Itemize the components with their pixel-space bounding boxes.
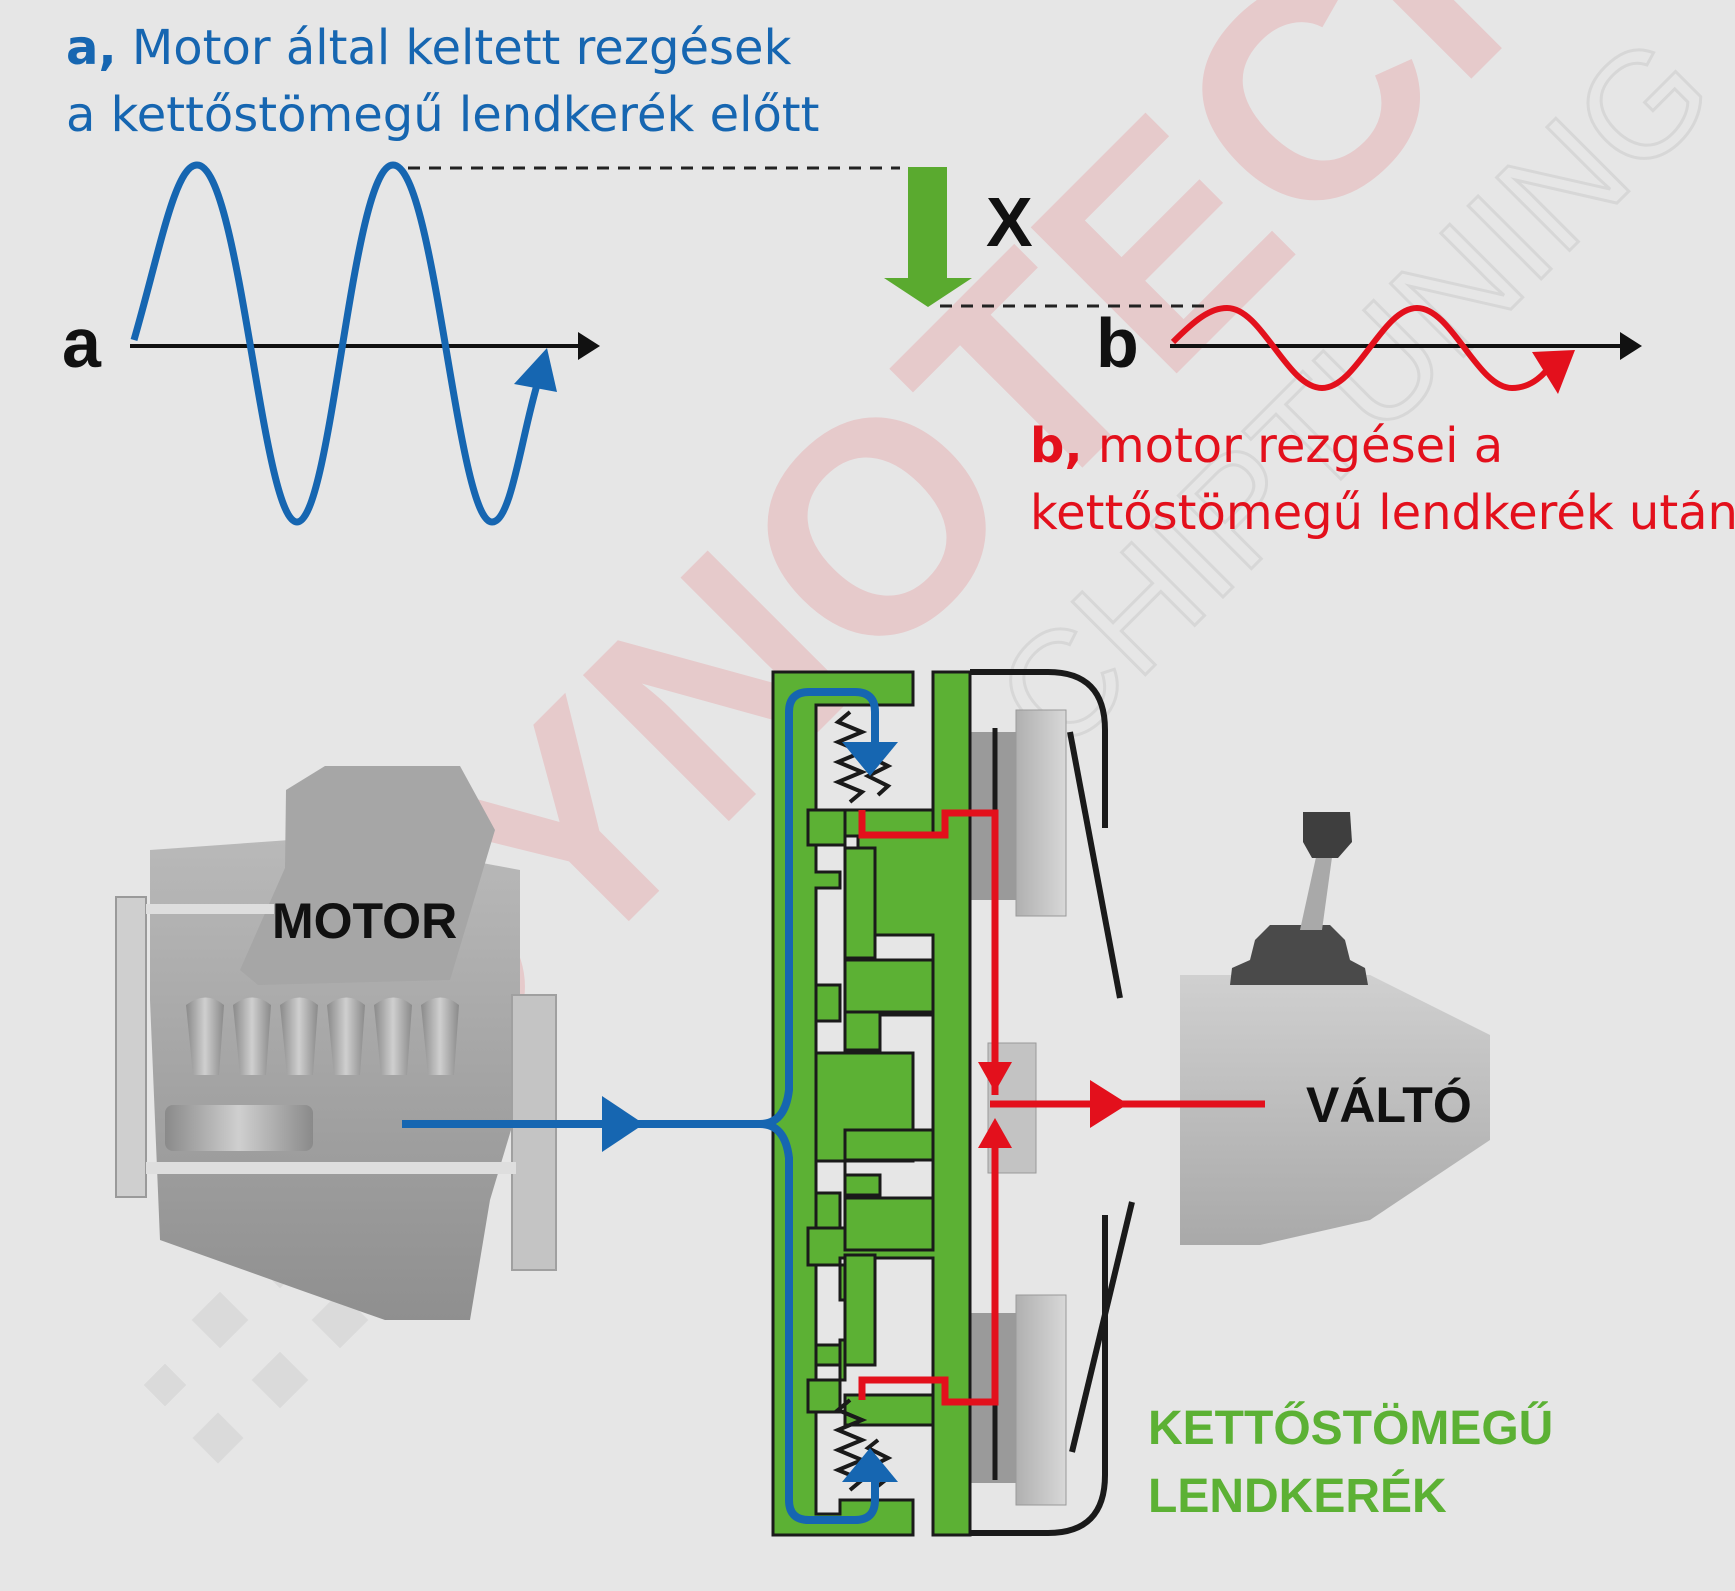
engine-crank-cylinder	[165, 1105, 313, 1151]
primary-step-upper	[814, 983, 842, 1023]
axis-b-arrowhead	[1620, 332, 1642, 360]
red-branch-down	[858, 1125, 999, 1406]
flywheel-label-line2: LENDKERÉK	[1148, 1470, 1447, 1523]
primary-flywheel	[771, 670, 915, 1537]
gear-lever-knob	[1303, 812, 1352, 858]
gear-lever-boot	[1230, 925, 1368, 985]
caption-a-line2: a kettőstömegű lendkerék előtt	[66, 87, 820, 143]
engine-rod-bottom	[146, 1162, 516, 1174]
gearbox-label: VÁLTÓ	[1306, 1077, 1472, 1133]
engine-rod-top	[146, 904, 274, 914]
caption-b-prefix: b,	[1030, 418, 1083, 474]
axis-a-arrowhead	[578, 332, 600, 360]
caption-engine-vibration: a, Motor által keltett rezgések a kettős…	[66, 15, 819, 149]
reduction-arrow-icon	[884, 167, 972, 307]
blue-arrow-lower	[842, 1448, 898, 1482]
engine-end-plate	[115, 896, 147, 1198]
engine-flange	[511, 994, 557, 1271]
red-arrow-output	[1090, 1080, 1128, 1128]
secondary-hub-upper	[843, 958, 935, 1014]
axis-b-label: b	[1096, 304, 1139, 382]
damped-vibration-arrowhead	[1532, 350, 1575, 394]
axis-a-label: a	[62, 304, 101, 382]
reduction-label: X	[986, 183, 1033, 261]
dual-mass-flywheel	[771, 670, 972, 1537]
caption-a-text1: Motor által keltett rezgések	[116, 20, 792, 76]
caption-a-line1: a, Motor által keltett rezgések	[66, 15, 819, 82]
caption-b-text1: motor rezgései a	[1082, 418, 1504, 474]
gear-lever-stick	[1300, 848, 1333, 930]
gearbox-housing	[1180, 975, 1490, 1245]
gearbox-illustration	[1180, 812, 1490, 1245]
caption-b-line1: b, motor rezgései a	[1030, 413, 1735, 480]
primary-step-lower	[814, 1191, 842, 1233]
secondary-leg-lower	[843, 1253, 877, 1367]
engine-vibration-graph	[130, 161, 600, 526]
damped-vibration-graph	[1170, 304, 1642, 394]
diaphragm-spring-lower	[1069, 1201, 1135, 1453]
flywheel-label-line1: KETTŐSTÖMEGŰ	[1148, 1402, 1554, 1455]
secondary-leg-upper	[843, 846, 877, 960]
flywheel-label: KETTŐSTÖMEGŰ LENDKERÉK	[1148, 1395, 1553, 1531]
blue-branch-down	[759, 1120, 879, 1524]
blue-branch-up	[759, 688, 879, 1128]
engine-torque-path	[402, 688, 879, 1524]
motor-label: MOTOR	[272, 893, 458, 949]
caption-damped-vibration: b, motor rezgései a kettőstömegű lendker…	[1030, 413, 1735, 547]
caption-b-line2: kettőstömegű lendkerék után	[1030, 485, 1735, 541]
red-arrow-up	[978, 1118, 1012, 1148]
engine-cylinders	[186, 997, 459, 1075]
engine-illustration	[115, 766, 557, 1320]
engine-vibration-arrowhead	[514, 348, 557, 392]
damper-spring-upper	[832, 710, 868, 804]
damped-vibration-wave	[1170, 304, 1558, 392]
engine-cylinder-head	[240, 766, 495, 985]
blue-arrow-input	[602, 1096, 644, 1152]
caption-a-prefix: a,	[66, 20, 117, 76]
red-arrow-down	[978, 1062, 1012, 1092]
engine-vibration-wave	[130, 161, 544, 526]
primary-step-bottom	[814, 1343, 842, 1367]
clutch-cover	[970, 669, 1108, 1536]
clutch-disc-upper	[1015, 709, 1067, 917]
clutch-disc-lower	[1015, 1294, 1067, 1506]
secondary-hub-lower	[843, 1196, 935, 1252]
blue-arrow-upper	[842, 742, 898, 776]
diaphragm-spring-upper	[1067, 731, 1123, 999]
red-branch-up	[858, 809, 999, 1095]
